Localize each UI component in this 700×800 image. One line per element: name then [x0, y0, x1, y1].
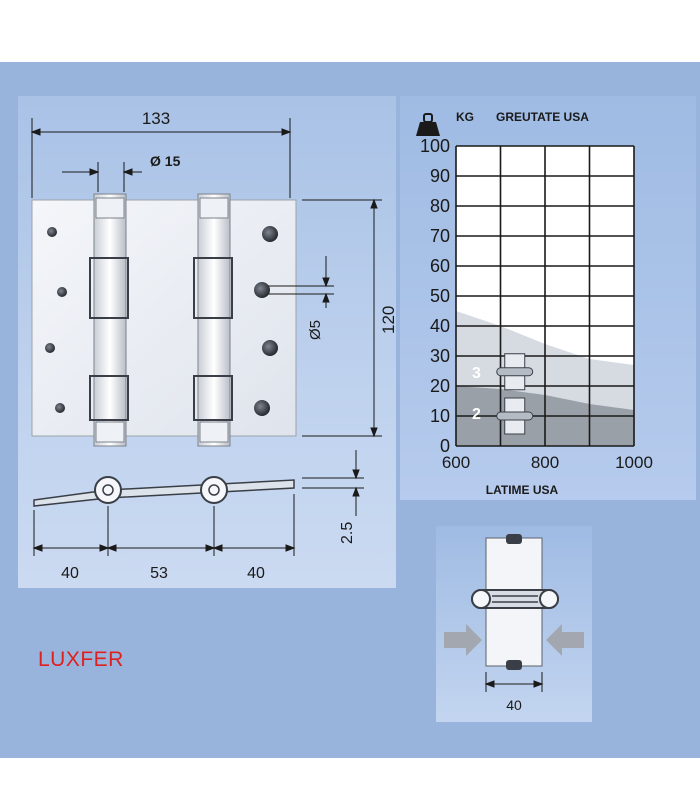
hinge-knuckle-left	[89, 193, 129, 447]
series-label-3: 3	[472, 365, 481, 382]
y-tick-label: 30	[430, 346, 450, 366]
load-chart: KG GREUTATE USA 0 10 20 30 40 50 60 70 80 90 100 60…	[416, 110, 653, 497]
segment-middle-dimension: 53	[150, 565, 168, 582]
thickness-dimension: 2.5	[339, 522, 356, 544]
hinge-drawing: 133 Ø 15	[30, 109, 398, 582]
brand-logo-text: LUXFER	[38, 648, 124, 671]
hinge-side-profile	[33, 476, 295, 507]
chart-unit: KG	[456, 110, 474, 124]
width-dimension: 133	[142, 109, 170, 128]
chart-x-axis-label: LATIME USA	[486, 483, 559, 497]
hinge-compression-arrows-icon: 40	[444, 534, 584, 713]
y-tick-label: 60	[430, 256, 450, 276]
hinge-plate	[31, 199, 297, 437]
y-tick-label: 90	[430, 166, 450, 186]
compression-inset-panel: 40	[436, 526, 592, 722]
x-tick-label: 600	[442, 453, 470, 472]
hinge-drawing-panel: 133 Ø 15	[18, 96, 398, 588]
height-dimension: 120	[379, 306, 396, 334]
x-tick-label: 1000	[615, 453, 653, 472]
weight-icon	[416, 113, 440, 136]
hole-diameter-dimension: Ø5	[307, 320, 324, 340]
y-tick-label: 70	[430, 226, 450, 246]
x-tick-label: 800	[531, 453, 559, 472]
segment-left-dimension: 40	[61, 565, 79, 582]
inset-width-dimension: 40	[506, 697, 522, 713]
hinge-pictogram-bar-1	[496, 411, 534, 421]
y-tick-label: 80	[430, 196, 450, 216]
y-tick-label: 50	[430, 286, 450, 306]
y-tick-label: 20	[430, 376, 450, 396]
chart-title: GREUTATE USA	[496, 110, 589, 124]
segment-right-dimension: 40	[247, 565, 265, 582]
load-chart-panel: KG GREUTATE USA 0 10 20 30 40 50 60 70 80 90 100 60…	[400, 96, 696, 500]
y-tick-label: 10	[430, 406, 450, 426]
hinge-pictogram-bar-0	[496, 367, 534, 377]
y-tick-label: 0	[440, 436, 450, 456]
pin-diameter-dimension: Ø 15	[150, 153, 181, 169]
y-tick-label: 100	[420, 136, 450, 156]
hinge-knuckle-right	[193, 193, 233, 447]
series-label-2: 2	[472, 406, 481, 423]
screw-holes	[45, 226, 278, 416]
chart-plot-area: 0 10 20 30 40 50 60 70 80 90 100 600 800 1000 2 3	[420, 136, 653, 472]
y-tick-label: 40	[430, 316, 450, 336]
